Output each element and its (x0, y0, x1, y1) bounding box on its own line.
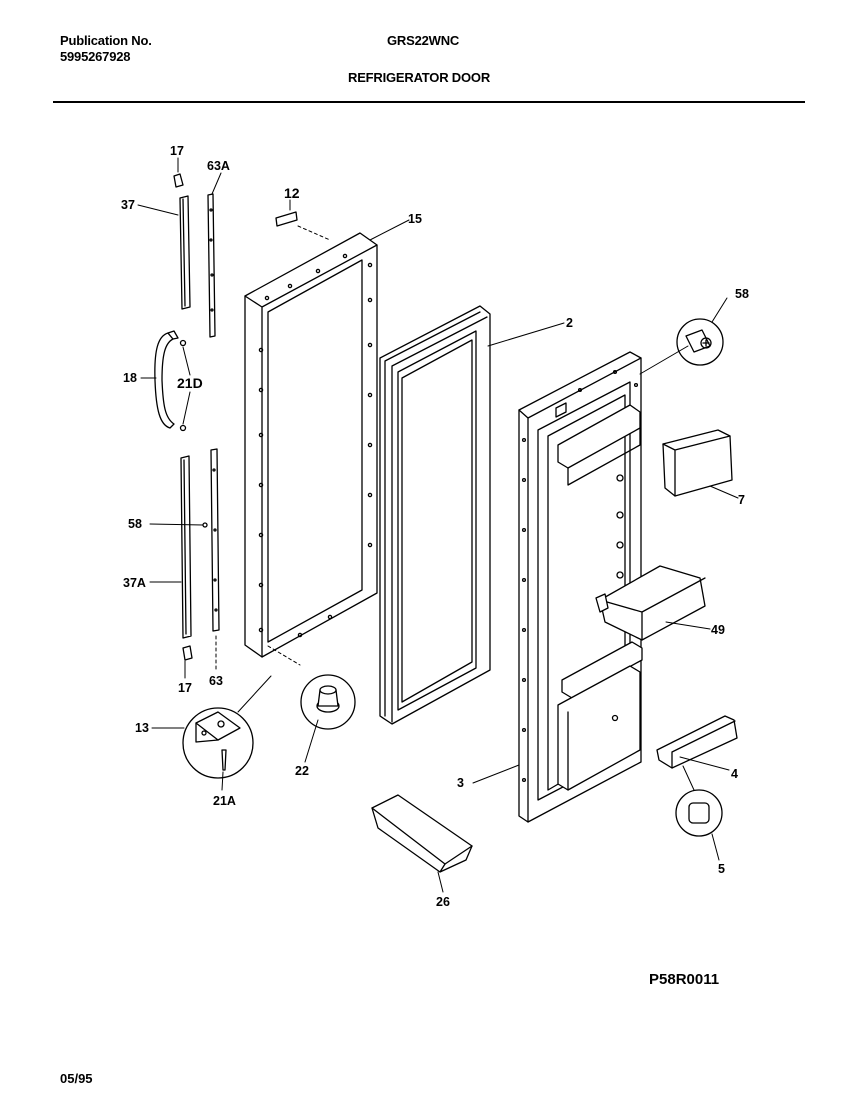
diagram-code: P58R0011 (649, 971, 720, 988)
callout-2: 2 (566, 316, 573, 330)
trim-37 (179, 195, 191, 310)
cap-17-bottom (182, 645, 193, 661)
callout-15: 15 (408, 212, 422, 226)
callout-58-right: 58 (735, 287, 749, 301)
callout-labels: 17 63A 37 12 15 58 2 18 21D 7 58 37A 49 … (121, 144, 749, 909)
gasket-2 (379, 305, 491, 725)
button-5-detail (675, 789, 723, 837)
callout-26: 26 (436, 895, 450, 909)
strip-63a (207, 193, 216, 338)
door-liner-3 (518, 351, 643, 823)
rail-4 (656, 715, 738, 769)
label-12 (275, 211, 298, 227)
screw-58-left (202, 522, 208, 528)
callout-37: 37 (121, 198, 135, 212)
screw-58-detail (676, 318, 724, 366)
door-frame-15 (244, 232, 378, 658)
strip-63 (210, 448, 220, 632)
cap-22-detail (300, 674, 356, 730)
revision-date: 05/95 (60, 1071, 93, 1086)
trim-37a (180, 455, 192, 639)
publication-number: 5995267928 (60, 49, 131, 64)
leader-lines (137, 157, 739, 893)
callout-21d: 21D (177, 375, 203, 391)
callout-18: 18 (123, 371, 137, 385)
callout-5: 5 (718, 862, 725, 876)
cap-17-top (173, 173, 184, 188)
callout-17-top: 17 (170, 144, 184, 158)
bucket-26 (371, 794, 473, 873)
callout-63a: 63A (207, 159, 230, 173)
door-bin-49 (595, 565, 706, 641)
callout-37a: 37A (123, 576, 146, 590)
hinge-13-detail (182, 707, 254, 779)
callout-49: 49 (711, 623, 725, 637)
cover-7 (662, 429, 733, 497)
callout-13: 13 (135, 721, 149, 735)
handle-18 (154, 330, 187, 432)
callout-4: 4 (731, 767, 738, 781)
callout-63: 63 (209, 674, 223, 688)
header-divider (53, 101, 805, 103)
callout-58-left: 58 (128, 517, 142, 531)
callout-22: 22 (295, 764, 309, 778)
callout-21a: 21A (213, 794, 236, 808)
publication-label: Publication No. (60, 33, 152, 48)
callout-7: 7 (738, 493, 745, 507)
callout-12: 12 (284, 185, 300, 201)
callout-17-bottom: 17 (178, 681, 192, 695)
page-title: REFRIGERATOR DOOR (348, 70, 491, 85)
callout-3: 3 (457, 776, 464, 790)
model-number: GRS22WNC (387, 33, 460, 48)
